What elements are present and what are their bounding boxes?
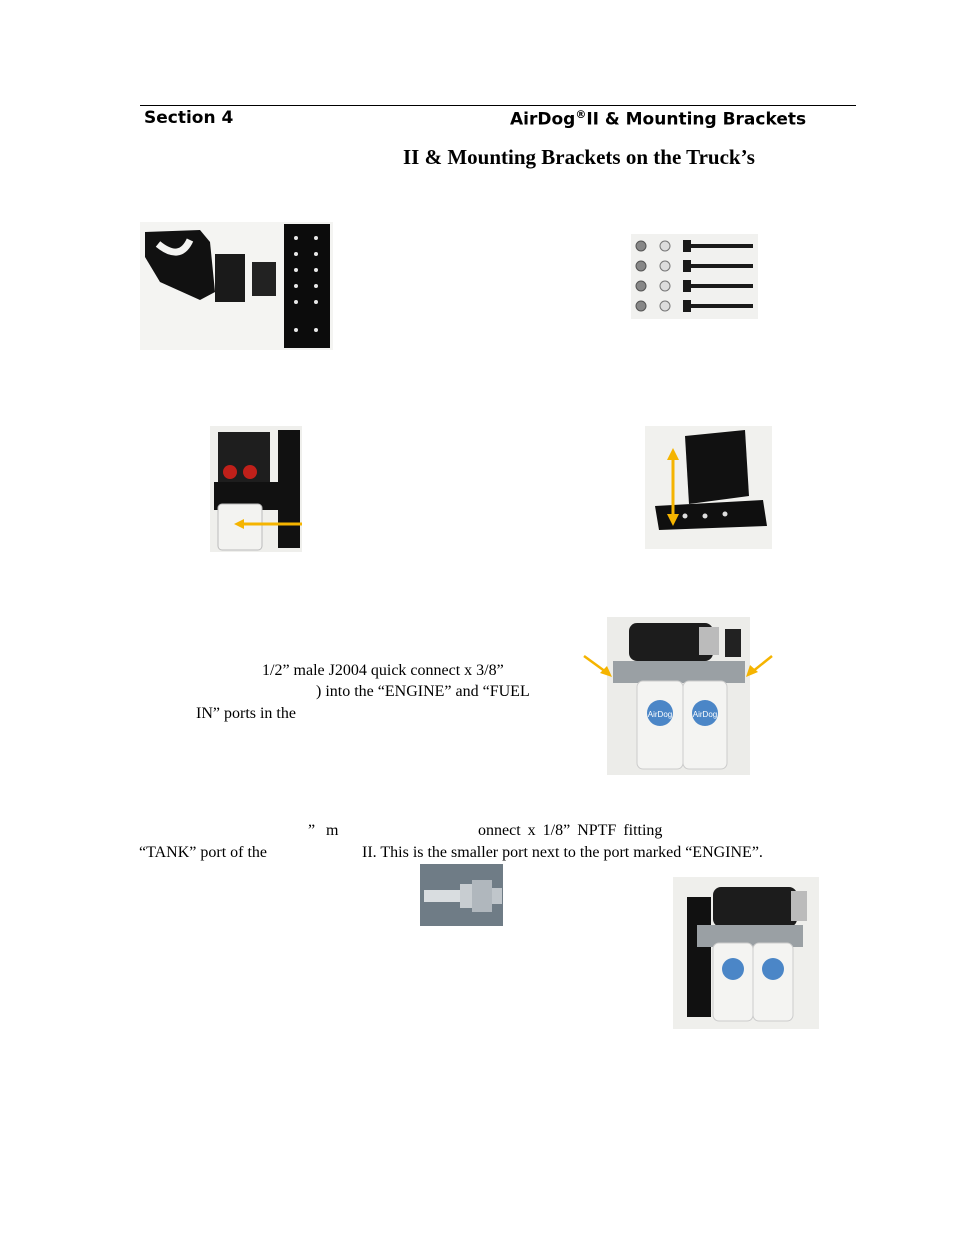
step4-frag3: onnect x 1/8” NPTF fitting	[478, 822, 663, 839]
step3-line3: IN” ports in the	[196, 705, 296, 722]
bracket-kit-photo	[140, 222, 333, 350]
pump-on-bracket-photo	[210, 426, 302, 552]
header-rule	[140, 105, 856, 106]
pump-brand-label: AirDog	[693, 710, 717, 719]
step3-line2: ) into the “ENGINE” and “FUEL	[316, 683, 530, 700]
port-arrows	[583, 654, 773, 677]
step3-line1: 1/2” male J2004 quick connect x 3/8”	[262, 662, 504, 679]
fitting-photo	[420, 864, 503, 926]
bolts-nuts-photo	[631, 234, 758, 319]
section-label: Section 4	[144, 108, 234, 128]
page-heading: II & Mounting Brackets on the Truck’s	[403, 145, 755, 169]
airdog-pump-photo: AirDog AirDog	[607, 617, 750, 775]
header-title: AirDog®II & Mounting Brackets	[510, 108, 807, 130]
step4-line2a: “TANK” port of the	[139, 844, 268, 861]
step4-line2b: II. This is the smaller port next to the…	[362, 844, 763, 861]
pump-brand-label: AirDog	[648, 710, 672, 719]
step4-frag1: ”	[308, 822, 316, 839]
assembled-pump-photo	[673, 877, 819, 1029]
bracket-arrow-photo	[645, 426, 772, 549]
step4-frag2: m	[326, 822, 339, 839]
